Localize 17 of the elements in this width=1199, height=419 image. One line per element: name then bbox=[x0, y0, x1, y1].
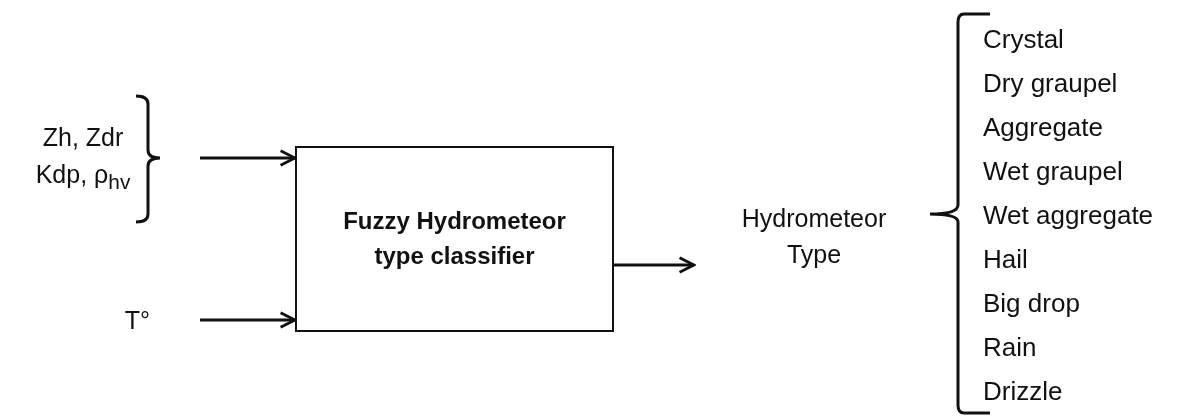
class-label: Wet graupel bbox=[983, 156, 1123, 186]
class-label: Rain bbox=[983, 332, 1037, 362]
class-label: Dry graupel bbox=[983, 68, 1118, 98]
class-label: Drizzle bbox=[983, 376, 1063, 406]
class-label: Aggregate bbox=[983, 112, 1103, 142]
arrow bbox=[614, 256, 696, 274]
node-label: T° bbox=[124, 304, 150, 336]
box-label: Fuzzy Hydrometeor type classifier bbox=[342, 206, 567, 271]
class-label: Wet aggregate bbox=[983, 200, 1154, 230]
node-label: Hydrometeor Type bbox=[740, 202, 888, 270]
process-box bbox=[295, 146, 614, 332]
arrow bbox=[200, 149, 297, 167]
class-label: Crystal bbox=[983, 24, 1064, 54]
class-label: Big drop bbox=[983, 288, 1080, 318]
arrow bbox=[200, 311, 297, 329]
class-label: Hail bbox=[983, 244, 1028, 274]
node-label: Zh, Zdr Kdp, ρ$_{hv}$ bbox=[34, 122, 132, 195]
